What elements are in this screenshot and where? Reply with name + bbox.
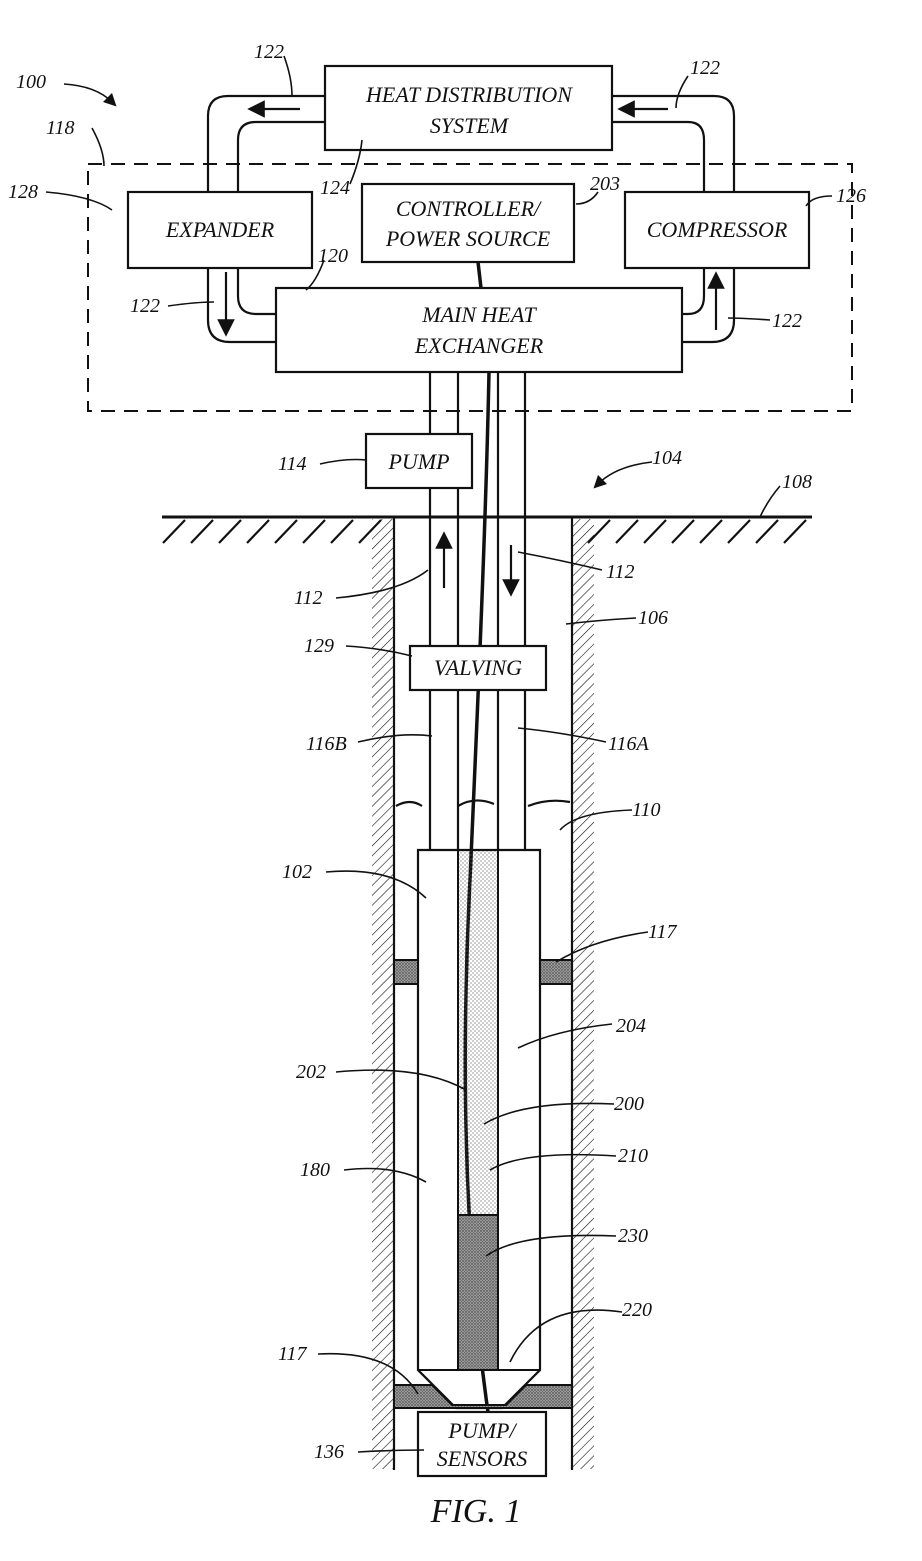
downhole-heat-exchanger [418,850,540,1408]
ref-129: 129 [304,635,334,657]
pump-sensors-label-1: PUMP/ [447,1418,517,1443]
ref-203: 203 [590,173,620,195]
ref-117-b: 117 [278,1343,308,1365]
compressor-box: COMPRESSOR [625,192,809,268]
ref-102: 102 [282,861,312,883]
ref-122-a: 122 [254,41,284,63]
ref-110: 110 [632,799,661,821]
ref-114: 114 [278,453,307,475]
ref-204: 204 [616,1015,646,1037]
ref-122-d: 122 [772,310,802,332]
ref-112-a: 112 [294,587,323,609]
ref-112-b: 112 [606,561,635,583]
pump-sensors-label-2: SENSORS [437,1446,527,1471]
main-heat-exchanger-label-1: MAIN HEAT [421,302,537,327]
figure-caption: FIG. 1 [430,1493,522,1530]
valving-label: VALVING [434,655,522,680]
expander-box: EXPANDER [128,192,312,268]
ref-124: 124 [320,177,350,199]
ref-122-b: 122 [690,57,720,79]
ref-100: 100 [16,71,46,93]
fluid-level [396,800,570,806]
packer-upper-left [394,960,418,984]
controller-power-source-box: CONTROLLER/ POWER SOURCE [362,184,574,262]
controller-label-1: CONTROLLER/ [396,196,542,221]
heat-distribution-label-1: HEAT DISTRIBUTION [365,82,573,107]
valving-box: VALVING [410,646,546,690]
compressor-label: COMPRESSOR [647,217,788,242]
wellbore-wall-right [572,519,594,1469]
ref-126: 126 [836,185,866,207]
expander-label: EXPANDER [165,217,275,242]
ref-116b: 116B [306,733,347,755]
ref-180: 180 [300,1159,330,1181]
main-heat-exchanger-box: MAIN HEAT EXCHANGER [276,288,682,372]
ref-230: 230 [618,1225,648,1247]
ref-122-c: 122 [130,295,160,317]
ground-surface [162,517,812,543]
controller-label-2: POWER SOURCE [385,226,551,251]
main-heat-exchanger-label-2: EXCHANGER [414,333,544,358]
ref-117-a: 117 [648,921,678,943]
pump-box: PUMP [366,434,472,488]
wellbore-wall-left [372,519,394,1469]
pump-label: PUMP [387,449,449,474]
ref-220: 220 [622,1299,652,1321]
heat-distribution-system-box: HEAT DISTRIBUTION SYSTEM [325,66,612,150]
packer-lower [394,1385,572,1408]
ref-106: 106 [638,607,668,629]
pump-sensors-box: PUMP/ SENSORS [418,1412,546,1476]
ref-116a: 116A [608,733,650,755]
ref-120: 120 [318,245,348,267]
ref-104: 104 [652,447,682,469]
ref-118: 118 [46,117,75,139]
ref-210: 210 [618,1145,648,1167]
heat-distribution-label-2: SYSTEM [430,113,510,138]
packer-upper-right [540,960,572,984]
ref-128: 128 [8,181,38,203]
ref-136: 136 [314,1441,344,1463]
ref-200: 200 [614,1093,644,1115]
ref-202: 202 [296,1061,326,1083]
ref-108: 108 [782,471,812,493]
